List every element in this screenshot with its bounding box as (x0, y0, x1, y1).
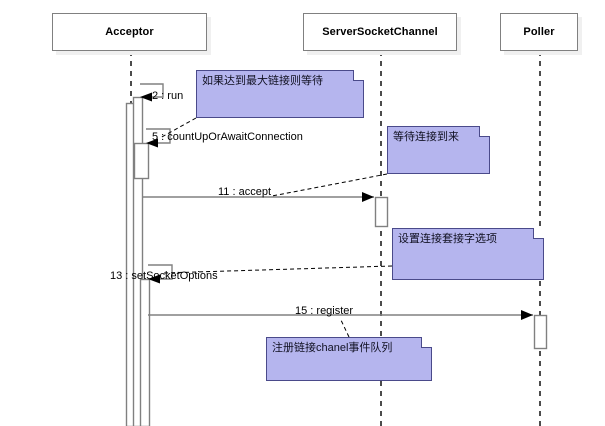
note-max-connections[interactable]: 如果达到最大链接则等待 (196, 70, 364, 118)
message-label-register: 15 : register (295, 305, 354, 317)
message-label-accept: 11 : accept (218, 186, 271, 198)
acceptor-activation-3 (133, 142, 150, 180)
ssc-activation-1 (374, 196, 389, 228)
participant-acceptor[interactable]: Acceptor (52, 13, 207, 51)
note-fold-corner-icon (353, 70, 364, 81)
note-text: 等待连接到来 (393, 131, 459, 143)
note-anchor-register-channel (339, 317, 350, 338)
poller-activation-1 (533, 314, 548, 350)
message-label-setSocketOptions: 13 : setSocketOptions (110, 270, 218, 282)
note-text: 注册链接chanel事件队列 (272, 342, 393, 354)
note-text: 如果达到最大链接则等待 (202, 75, 323, 87)
note-anchor-socket-options (162, 265, 393, 274)
self-message-path-countUpOrAwaitConnection (146, 128, 171, 144)
message-arrowhead-register (521, 310, 533, 320)
acceptor-activation-4 (139, 278, 151, 426)
message-label-countUpOrAwaitConnection: 5 : countUpOrAwaitConnection (152, 131, 303, 143)
self-message-path-setSocketOptions (148, 264, 173, 280)
self-message-arrowhead-setSocketOptions (148, 274, 160, 284)
note-wait-connection[interactable]: 等待连接到来 (387, 126, 490, 174)
note-fold-corner-icon (533, 228, 544, 239)
self-message-path-run (140, 83, 164, 98)
note-register-channel[interactable]: 注册链接chanel事件队列 (266, 337, 432, 381)
message-label-run: 2 : run (152, 90, 184, 102)
participant-poller[interactable]: Poller (500, 13, 578, 51)
acceptor-activation-2 (132, 96, 144, 426)
participant-label: ServerSocketChannel (322, 26, 438, 38)
participant-serversocketchannel[interactable]: ServerSocketChannel (303, 13, 457, 51)
note-socket-options[interactable]: 设置连接套接字选项 (392, 228, 544, 280)
note-fold-corner-icon (421, 337, 432, 348)
self-message-arrowhead-countUpOrAwaitConnection (146, 138, 158, 148)
note-fold-corner-icon (479, 126, 490, 137)
message-arrowhead-accept (362, 192, 374, 202)
participant-label: Poller (523, 26, 555, 38)
note-anchor-wait-connection (271, 173, 388, 197)
participant-label: Acceptor (105, 26, 154, 38)
self-message-arrowhead-run (140, 92, 152, 102)
note-text: 设置连接套接字选项 (398, 233, 497, 245)
